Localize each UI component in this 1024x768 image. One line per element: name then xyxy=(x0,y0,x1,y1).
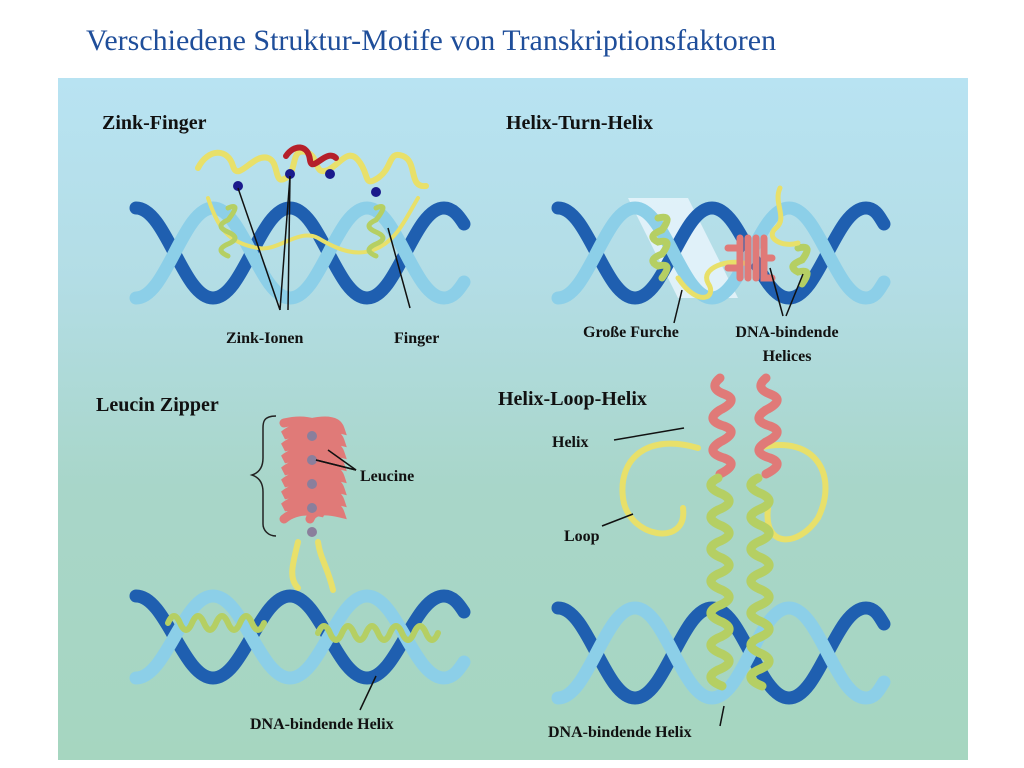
leucine-label: Leucine xyxy=(360,468,414,486)
loop-label: Loop xyxy=(564,528,600,546)
leucine-zipper-title: Leucin Zipper xyxy=(96,394,219,417)
zinc-ions-label: Zink-Ionen xyxy=(226,330,303,348)
major-groove-label: Große Furche xyxy=(583,324,679,342)
hth-title: Helix-Turn-Helix xyxy=(506,112,653,135)
zinc-finger-title: Zink-Finger xyxy=(102,112,206,135)
helix-label: Helix xyxy=(552,434,588,452)
hth-figure xyxy=(558,188,884,323)
finger-label: Finger xyxy=(394,330,439,348)
diagram-panel: Zink-Finger Helix-Turn-Helix Zink-Ionen … xyxy=(58,78,968,760)
hlh-title: Helix-Loop-Helix xyxy=(498,388,647,411)
slide-title: Verschiedene Struktur-Motife von Transkr… xyxy=(86,24,776,58)
dna-double-helix xyxy=(136,208,464,298)
hlh-dna-binding-helix-label: DNA-bindende Helix xyxy=(548,724,692,742)
linker xyxy=(292,542,333,590)
leucine-zipper-figure xyxy=(136,416,464,710)
lz-dna-binding-helix-label: DNA-bindende Helix xyxy=(250,716,394,734)
dna-binding-helices-label-1: DNA-bindende xyxy=(718,324,856,342)
zinc-ions xyxy=(233,169,381,197)
zinc-finger-figure xyxy=(136,147,464,310)
bracket xyxy=(252,416,276,536)
diagram-artwork xyxy=(58,78,968,760)
hlh-figure xyxy=(558,378,884,726)
dna-binding-helices-label-2: Helices xyxy=(718,348,856,366)
